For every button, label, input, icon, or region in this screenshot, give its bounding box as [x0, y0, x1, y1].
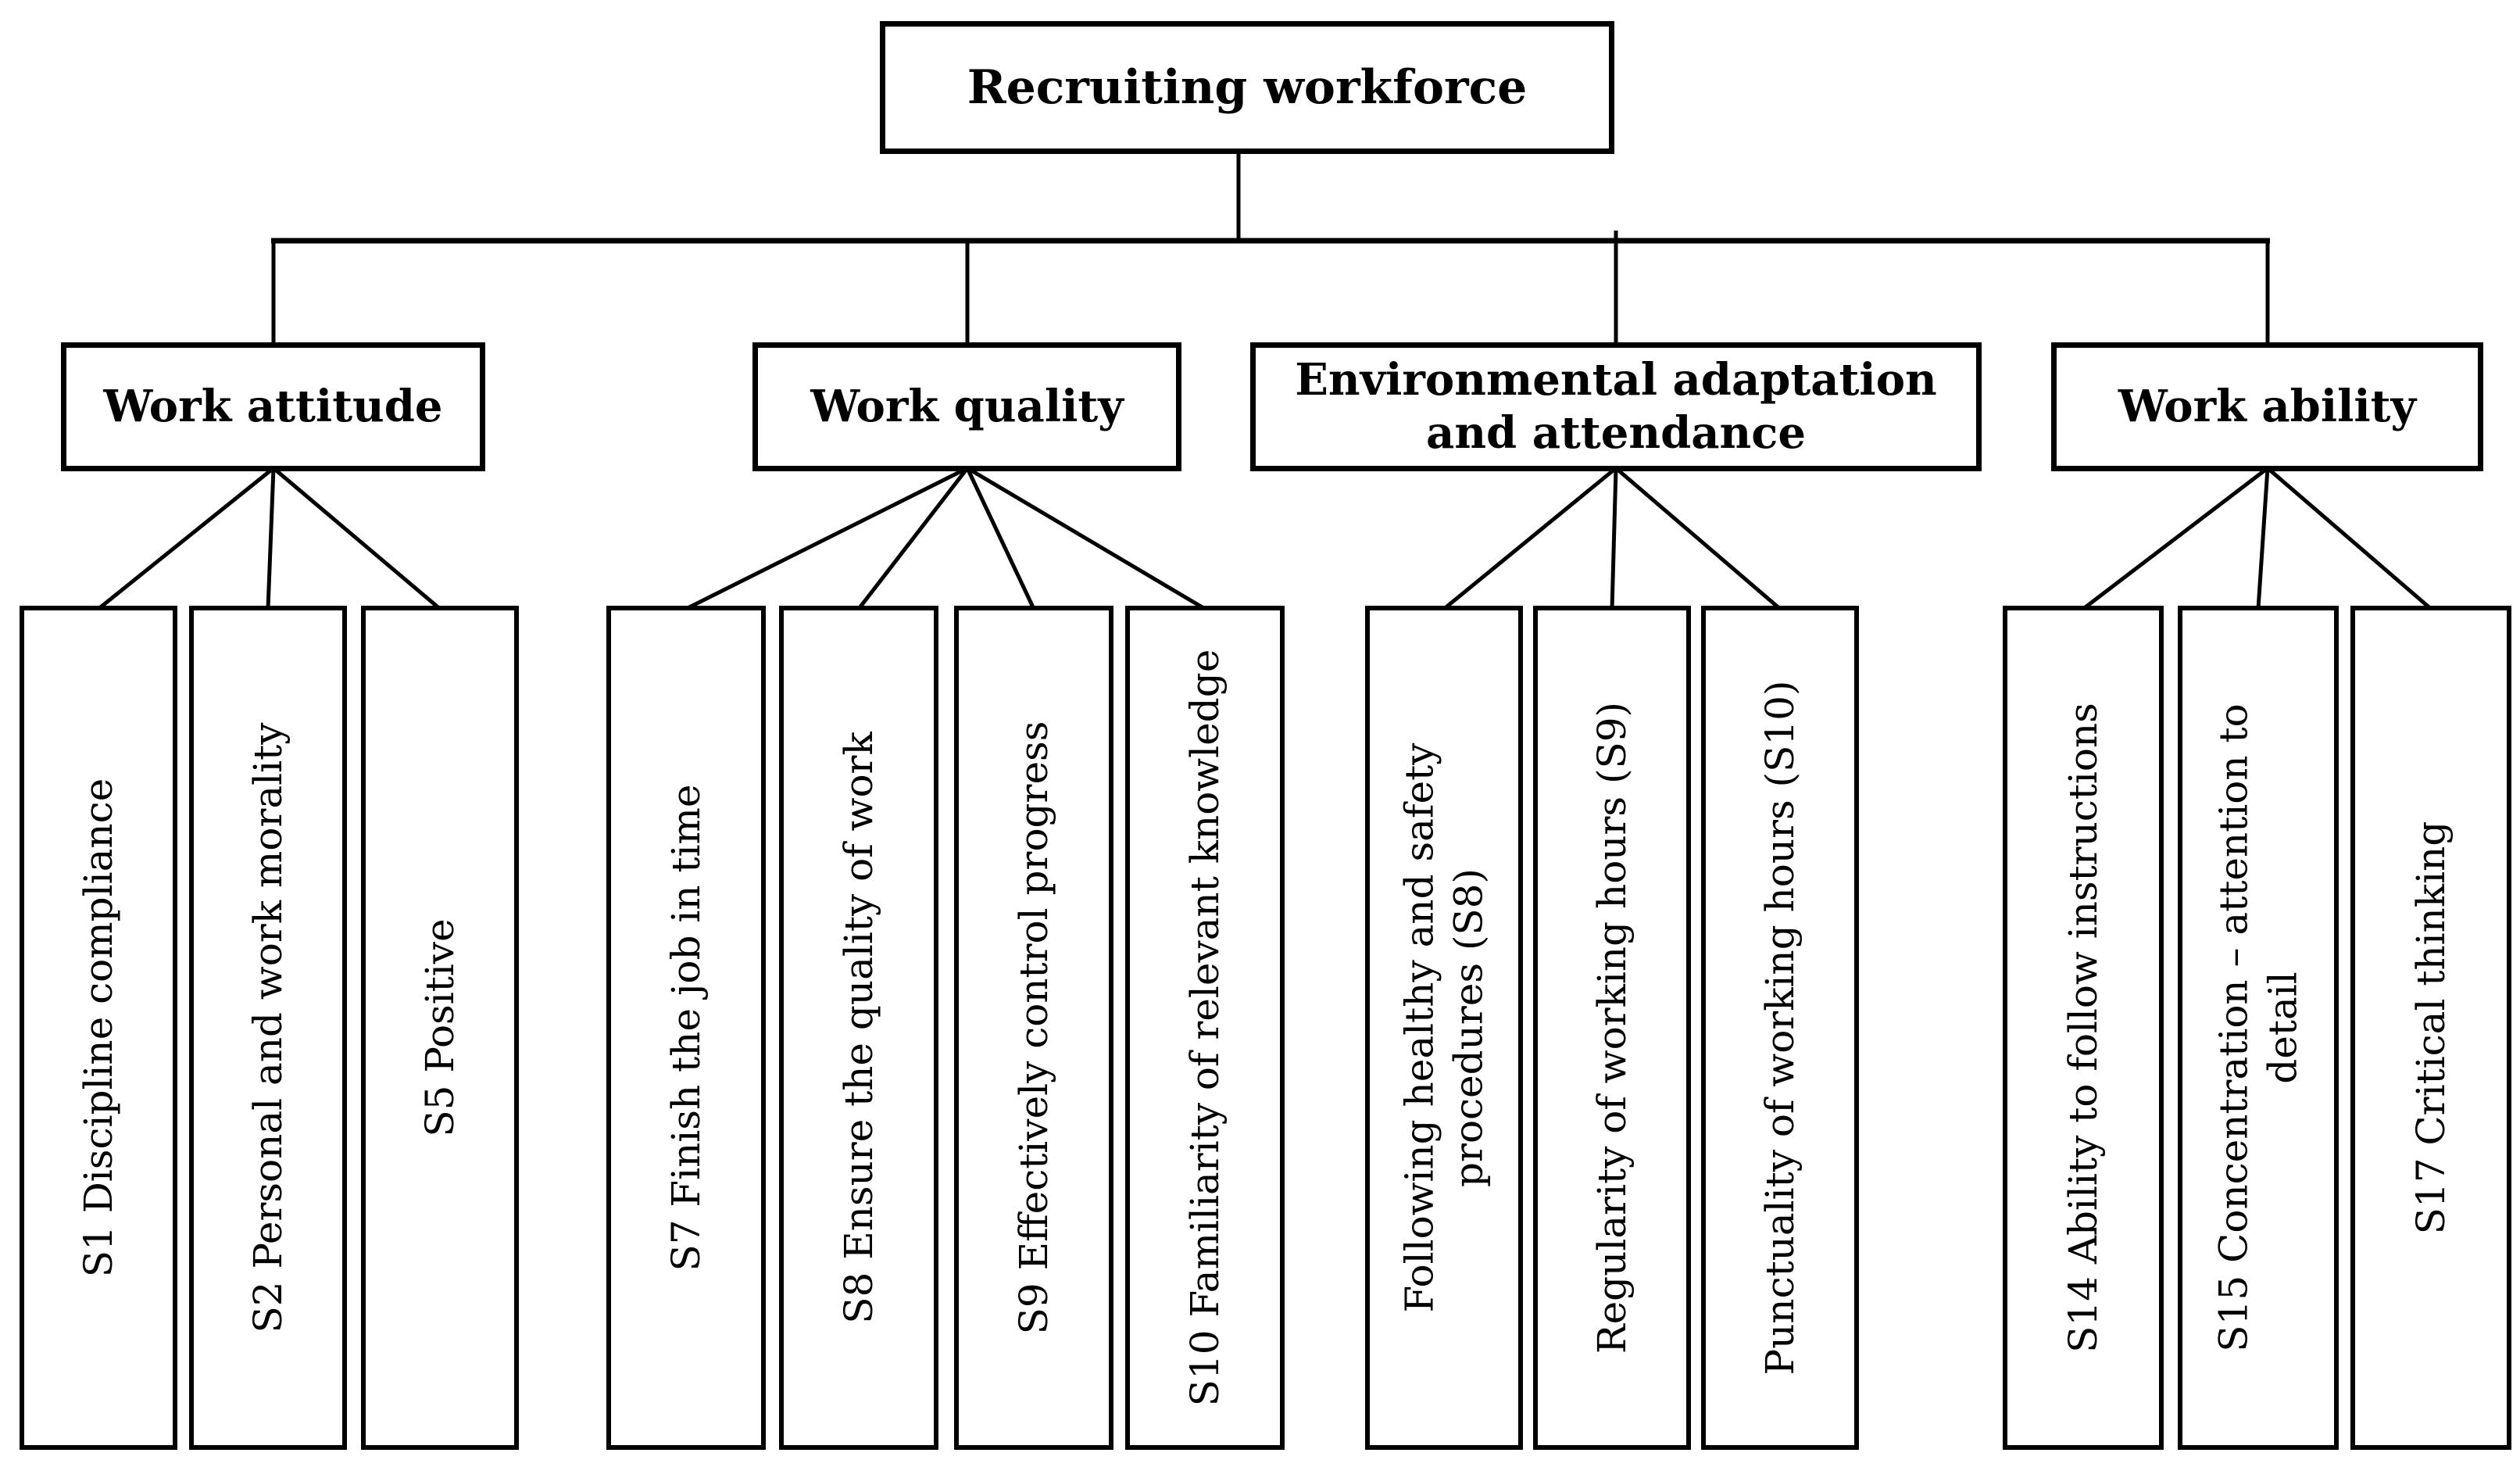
leaf-node-s17-critical-thinking: S17 Critical thinking	[2350, 606, 2511, 1450]
category-label: Work attitude	[103, 380, 443, 432]
leaf-node-s8-ensure-quality-of-work: S8 Ensure the quality of work	[779, 606, 938, 1450]
leaf-node-s1-discipline-compliance: S1 Discipline compliance	[20, 606, 177, 1450]
leaf-label: S2 Personal and work morality	[245, 722, 291, 1333]
leaf-label: S5 Positive	[416, 918, 463, 1137]
leaf-label: Following healthy and safety procedures …	[1396, 742, 1492, 1313]
leaf-label: S17 Critical thinking	[2407, 821, 2454, 1235]
root-node-label: Recruiting workforce	[967, 60, 1528, 115]
leaf-label: S15 Concentration – attention to detail	[2211, 703, 2306, 1352]
leaf-label: S8 Ensure the quality of work	[835, 732, 881, 1324]
leaf-label: S14 Ability to follow instructions	[2060, 703, 2106, 1353]
leaf-label: Regularity of working hours (S9)	[1589, 701, 1635, 1354]
leaf-label: Punctuality of working hours (S10)	[1757, 680, 1803, 1376]
leaf-node-s10-familiarity-relevant-knowledge: S10 Familiarity of relevant knowledge	[1125, 606, 1285, 1450]
category-label: Work ability	[2118, 380, 2417, 432]
leaf-node-following-healthy-safety-procedures: Following healthy and safety procedures …	[1365, 606, 1523, 1450]
leaf-node-regularity-working-hours: Regularity of working hours (S9)	[1533, 606, 1691, 1450]
leaf-label: S7 Finish the job in time	[663, 784, 709, 1272]
category-label: Work quality	[810, 380, 1124, 432]
root-node-recruiting-workforce: Recruiting workforce	[880, 21, 1614, 154]
leaf-node-s14-ability-follow-instructions: S14 Ability to follow instructions	[2003, 606, 2164, 1450]
leaf-label: S9 Effectively control progress	[1010, 721, 1056, 1335]
leaf-label: S1 Discipline compliance	[75, 778, 121, 1278]
leaf-node-s5-positive: S5 Positive	[361, 606, 519, 1450]
category-node-work-ability: Work ability	[2051, 342, 2483, 471]
leaf-node-s2-personal-work-morality: S2 Personal and work morality	[189, 606, 347, 1450]
category-node-work-attitude: Work attitude	[61, 342, 485, 471]
category-label: Environmental adaptation and attendance	[1295, 354, 1937, 459]
category-node-environmental-adaptation: Environmental adaptation and attendance	[1250, 342, 1982, 471]
leaf-node-s7-finish-job-in-time: S7 Finish the job in time	[606, 606, 766, 1450]
leaf-node-s15-concentration-attention-detail: S15 Concentration – attention to detail	[2178, 606, 2339, 1450]
leaf-node-punctuality-working-hours: Punctuality of working hours (S10)	[1701, 606, 1859, 1450]
category-node-work-quality: Work quality	[752, 342, 1181, 471]
leaf-node-s9-effectively-control-progress: S9 Effectively control progress	[954, 606, 1113, 1450]
leaf-label: S10 Familiarity of relevant knowledge	[1181, 649, 1228, 1407]
